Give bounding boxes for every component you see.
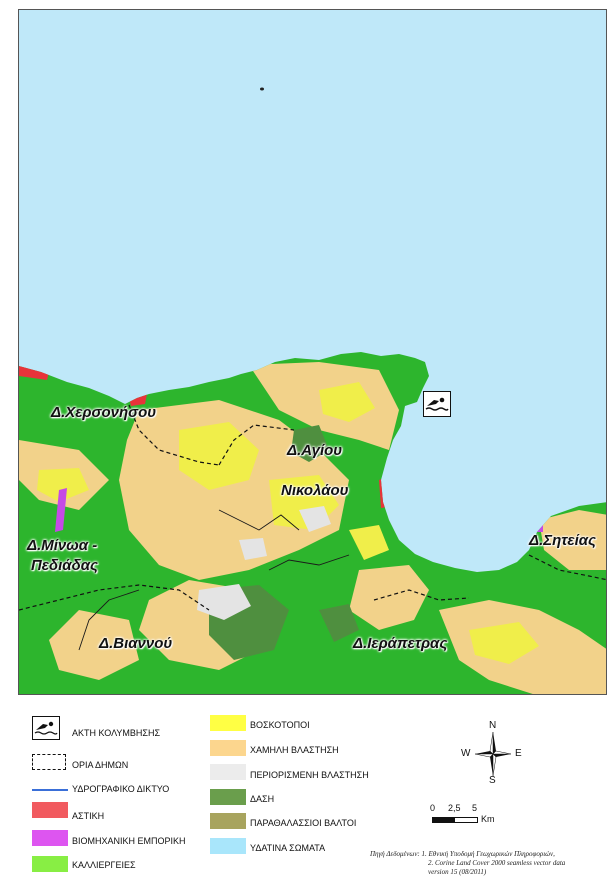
lowveg-swatch xyxy=(210,740,246,756)
legend-label-pasture: ΒΟΣΚΟΤΟΠΟΙ xyxy=(250,720,310,730)
industrial-swatch xyxy=(32,830,68,846)
label-agios-nikolaos-2: Νικολάου xyxy=(281,482,349,499)
pasture-swatch xyxy=(210,715,246,731)
compass-s: S xyxy=(489,775,496,786)
label-sitia: Δ.Σητείας xyxy=(529,532,597,549)
source-line-1: Πηγή Δεδομένων: 1. Εθνική Υποδομή Γεωχωρ… xyxy=(370,850,555,858)
scale-bar-graphic xyxy=(432,817,478,823)
marsh-swatch xyxy=(210,813,246,829)
legend-label-limveg: ΠΕΡΙΟΡΙΣΜΕΝΗ ΒΛΑΣΤΗΣΗ xyxy=(250,770,369,780)
land-use-map xyxy=(19,10,606,694)
legend-label-lowveg: ΧΑΜΗΛΗ ΒΛΑΣΤΗΣΗ xyxy=(250,745,339,755)
legend-label-agriculture: ΚΑΛΛΙΕΡΓΕΙΕΣ xyxy=(72,860,136,870)
scale-tick-2-5: 2,5 xyxy=(448,803,461,813)
source-line-2: 2. Corine Land Cover 2000 seamless vecto… xyxy=(428,859,566,867)
map-frame[interactable]: Δ.Χερσονήσου Δ.Αγίου Νικολάου Δ.Μίνωα - … xyxy=(18,9,607,695)
source-line-3: version 15 (08/2011) xyxy=(428,868,487,876)
label-viannos: Δ.Βιαννού xyxy=(99,635,173,652)
compass-w: W xyxy=(461,748,471,759)
label-minoa-1: Δ.Μίνωα - xyxy=(27,537,98,554)
beach-swimmer-icon[interactable] xyxy=(423,391,451,417)
compass-rose-icon: N S W E xyxy=(455,720,525,786)
limveg-swatch xyxy=(210,764,246,780)
legend-label-beach: ΑΚΤΗ ΚΟΛΥΜΒΗΣΗΣ xyxy=(72,728,161,738)
scale-tick-0: 0 xyxy=(430,803,436,813)
label-hersonisos: Δ.Χερσονήσου xyxy=(51,404,157,421)
legend-label-forest: ΔΑΣΗ xyxy=(250,794,275,804)
scale-tick-5: 5 xyxy=(472,803,478,813)
water-swatch xyxy=(210,838,246,854)
agriculture-swatch xyxy=(32,856,68,872)
hydro-line-swatch xyxy=(32,789,68,791)
legend-label-borders: ΟΡΙΑ ΔΗΜΩΝ xyxy=(72,760,129,770)
label-ierapetra: Δ.Ιεράπετρας xyxy=(353,635,448,652)
legend-label-marsh: ΠΑΡΑΘΑΛΑΣΣΙΟΙ ΒΑΛΤΟΙ xyxy=(250,818,357,828)
forest-swatch xyxy=(210,789,246,805)
label-minoa-2: Πεδιάδας xyxy=(31,557,99,574)
urban-swatch xyxy=(32,802,68,818)
compass-n: N xyxy=(489,720,497,731)
legend-label-industrial: ΒΙΟΜΗΧΑΝΙΚΗ ΕΜΠΟΡΙΚΗ xyxy=(72,836,186,846)
swimmer-icon xyxy=(32,716,60,740)
data-source-note: Πηγή Δεδομένων: 1. Εθνική Υποδομή Γεωχωρ… xyxy=(370,850,607,877)
legend-label-hydro: ΥΔΡΟΓΡΑΦΙΚΟ ΔΙΚΤΥΟ xyxy=(72,784,170,794)
border-dashed-swatch xyxy=(32,754,66,770)
label-agios-nikolaos-1: Δ.Αγίου xyxy=(287,442,343,459)
scale-unit: Km xyxy=(481,814,495,824)
legend-label-water: ΥΔΑΤΙΝΑ ΣΩΜΑΤΑ xyxy=(250,843,326,853)
compass-e: E xyxy=(515,748,522,759)
legend-label-urban: ΑΣΤΙΚΗ xyxy=(72,811,105,821)
